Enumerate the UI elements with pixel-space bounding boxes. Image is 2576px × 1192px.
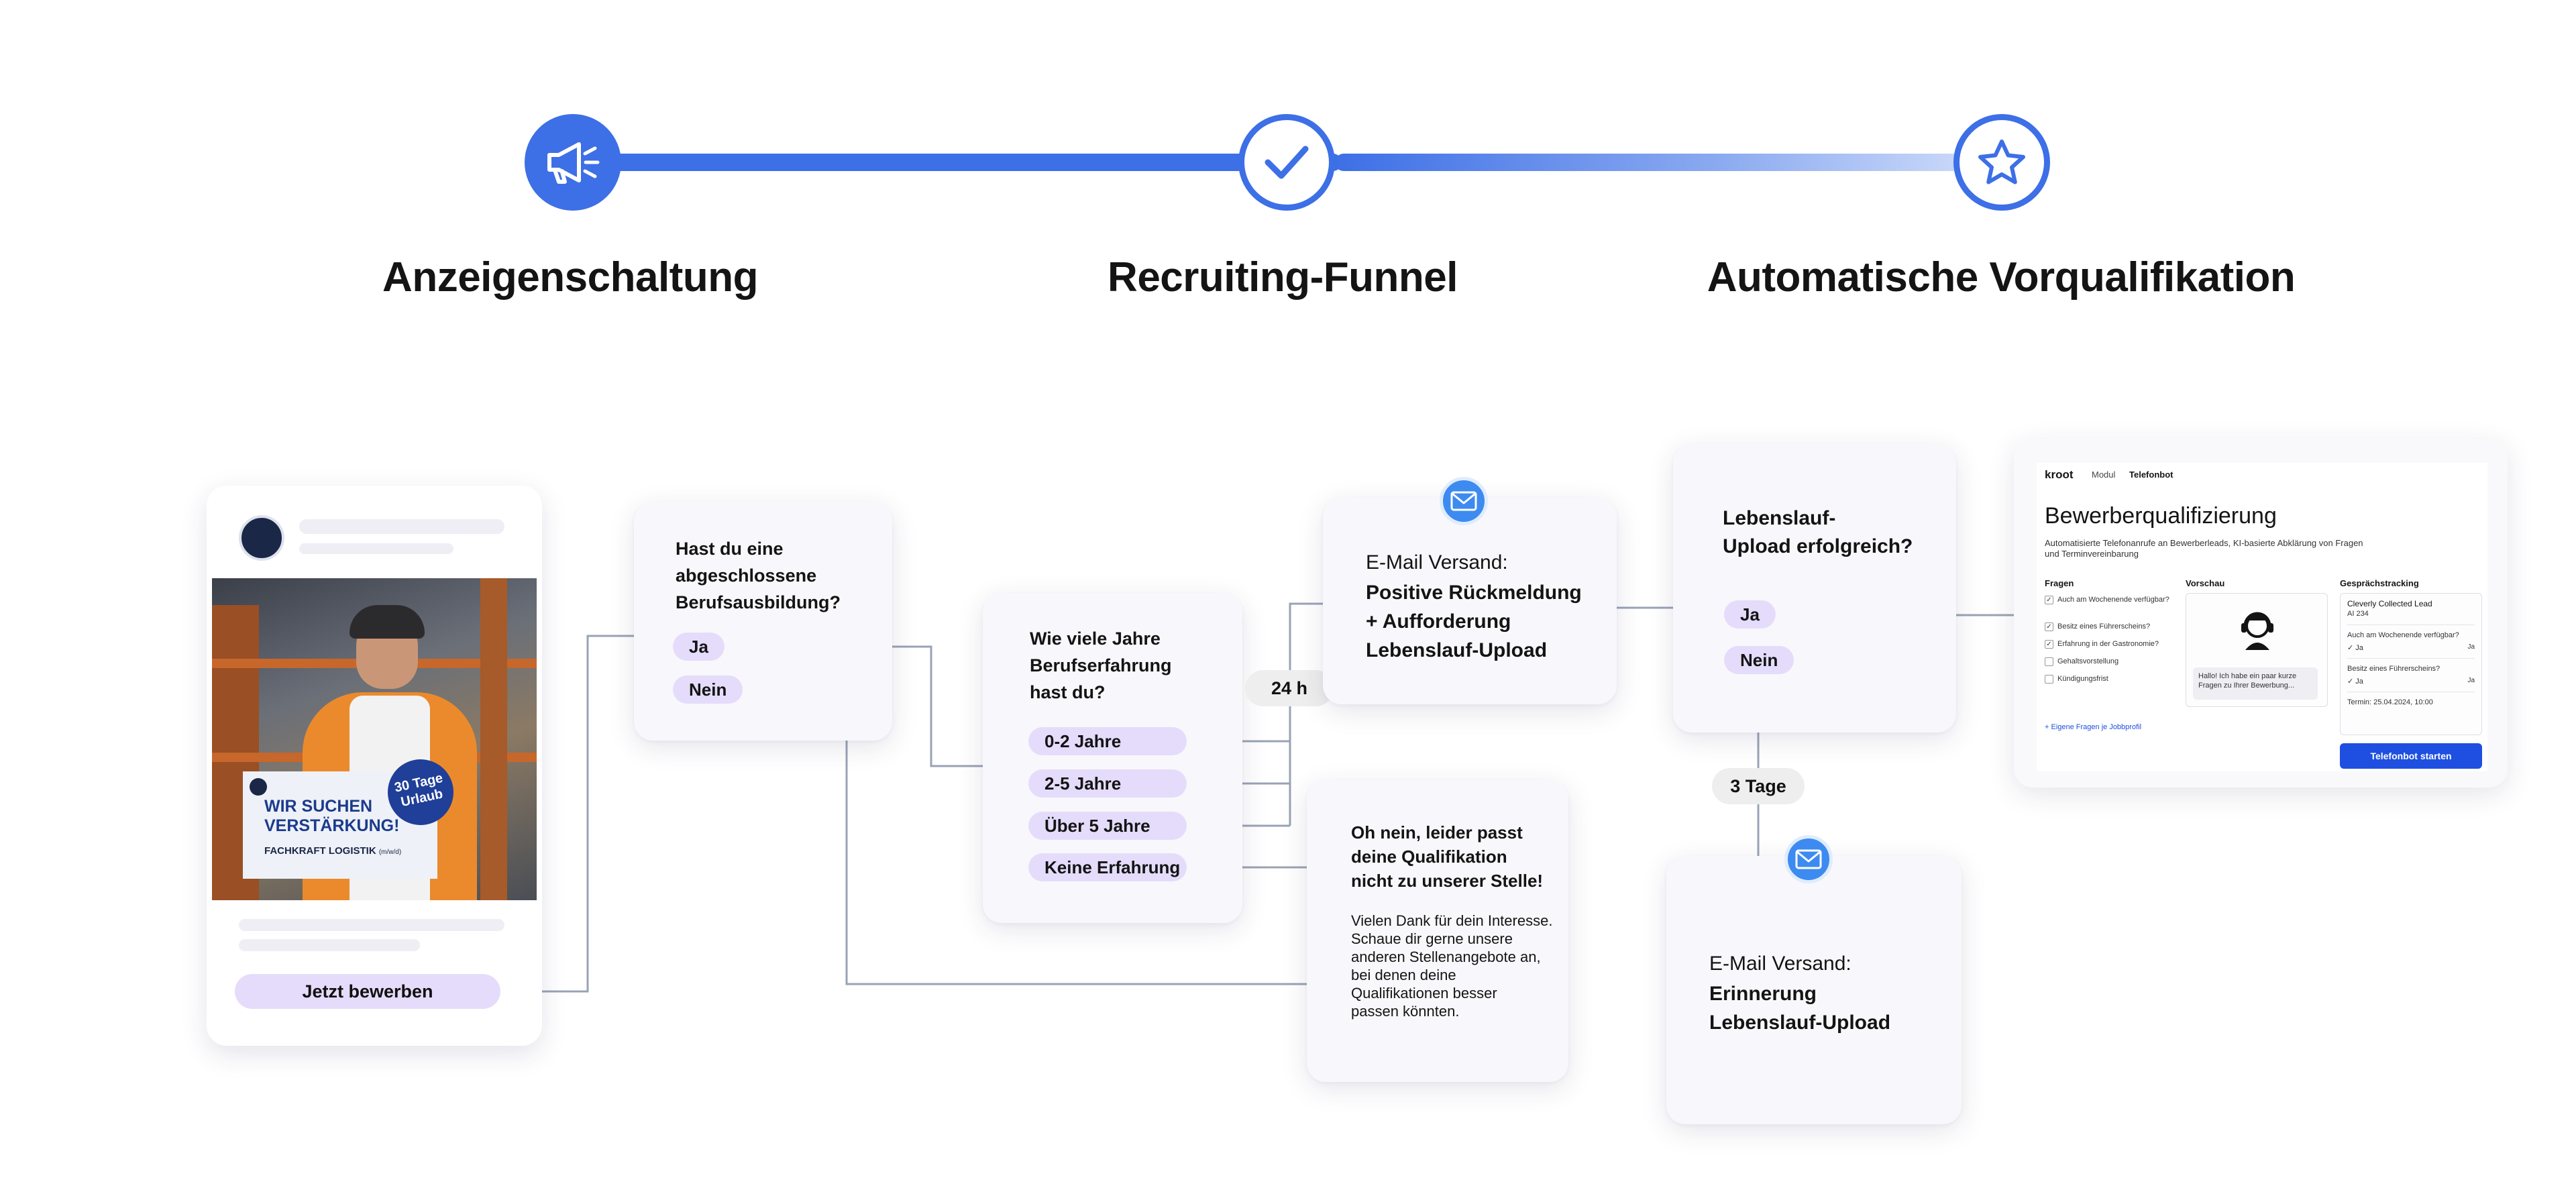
lead-id: AI 234	[2347, 610, 2369, 618]
email-icon-badge	[1784, 835, 1833, 883]
placeholder-line	[299, 543, 453, 554]
question-upload: Lebenslauf- Upload erfolgreich?	[1723, 507, 1913, 557]
timeline-step-qualification	[1953, 114, 2050, 211]
email-label: E-Mail Versand:	[1366, 551, 1508, 574]
start-telefonbot-button[interactable]: Telefonbot starten	[2340, 743, 2482, 769]
agent-headset-icon	[2241, 612, 2273, 650]
timeline-bar-completed	[604, 154, 1342, 171]
checkbox-checked-icon[interactable]: ✓	[2045, 640, 2053, 649]
apply-now-button[interactable]: Jetzt bewerben	[235, 974, 500, 1009]
timeline-step-ads	[525, 114, 621, 211]
connector-q2-merge	[1289, 602, 1323, 826]
timeline-step-funnel	[1238, 114, 1335, 211]
divider	[2347, 658, 2475, 659]
email-icon-badge	[1440, 477, 1488, 525]
answer-over-5-years[interactable]: Über 5 Jahre	[1028, 812, 1187, 840]
placeholder-line	[299, 519, 504, 534]
tracking-question: Besitz eines Führerscheins?	[2347, 665, 2440, 673]
dashboard-window: kroot Modul Telefonbot Bewerberqualifizi…	[2037, 463, 2487, 771]
tracking-answer-right: Ja	[2467, 677, 2475, 684]
answer-no-upload[interactable]: Nein	[1724, 646, 1794, 674]
checkbox-unchecked-icon[interactable]	[2045, 675, 2053, 684]
dashboard-subtitle: Automatisierte Telefonanrufe an Bewerber…	[2045, 538, 2363, 559]
answer-no-education[interactable]: Nein	[673, 675, 743, 704]
email-reminder-text: Erinnerung Lebenslauf-Upload	[1709, 983, 1891, 1034]
timeline-label-ads: Anzeigenschaltung	[382, 254, 758, 301]
column-questions: Fragen	[2045, 578, 2074, 588]
call-preview: Hallo! Ich habe ein paar kurze Fragen zu…	[2186, 593, 2328, 707]
checkmark-icon	[1265, 146, 1309, 179]
tracking-answer: ✓ Ja	[2347, 644, 2363, 652]
email-label: E-Mail Versand:	[1709, 953, 1851, 975]
star-icon	[1978, 140, 2025, 184]
add-questions-link[interactable]: + Eigene Fragen je Jobbprofil	[2045, 723, 2142, 731]
job-ad-image: WIR SUCHEN VERSTÄRKUNG! FACHKRAFT LOGIST…	[212, 578, 537, 900]
placeholder-line	[239, 919, 504, 931]
answer-0-2-years[interactable]: 0-2 Jahre	[1028, 727, 1187, 755]
answer-no-experience[interactable]: Keine Erfahrung	[1028, 853, 1187, 881]
question-card-upload: Lebenslauf- Upload erfolgreich? Ja Nein	[1673, 444, 1956, 733]
rejection-title: Oh nein, leider passt deine Qualifikatio…	[1351, 822, 1544, 891]
preview-message: Hallo! Ich habe ein paar kurze Fragen zu…	[2193, 667, 2318, 700]
company-avatar	[239, 515, 284, 561]
email-card-reminder: E-Mail Versand: Erinnerung Lebenslauf-Up…	[1666, 856, 1962, 1124]
column-preview: Vorschau	[2186, 578, 2225, 588]
nav-telefonbot[interactable]: Telefonbot	[2129, 470, 2174, 480]
tracking-question: Auch am Wochenende verfügbar?	[2347, 631, 2459, 639]
question-card-experience: Wie viele Jahre Berufserfahrung hast du?…	[983, 593, 1242, 923]
question-option[interactable]: Gehaltsvorstellung	[2045, 657, 2179, 666]
ad-headline: WIR SUCHEN VERSTÄRKUNG!	[264, 797, 400, 835]
checkbox-unchecked-icon[interactable]	[2045, 657, 2053, 666]
envelope-icon	[1795, 849, 1822, 869]
question-option[interactable]: ✓Erfahrung in der Gastronomie?	[2045, 640, 2179, 649]
kroot-logo: kroot	[2045, 468, 2074, 481]
question-option[interactable]: Kündigungsfrist	[2045, 675, 2179, 684]
question-experience: Wie viele Jahre Berufserfahrung hast du?	[1030, 629, 1172, 702]
delay-badge-3-days: 3 Tage	[1712, 768, 1805, 804]
dashboard-title: Bewerberqualifizierung	[2045, 503, 2277, 529]
timeline-label-qualification: Automatische Vorqualifikation	[1707, 254, 2296, 301]
rejection-body: Vielen Dank für dein Interesse. Schaue d…	[1351, 912, 1553, 1020]
rejection-card: Oh nein, leider passt deine Qualifikatio…	[1307, 780, 1568, 1082]
tracking-answer-right: Ja	[2467, 643, 2475, 651]
timeline-bar-progress	[1335, 154, 2026, 171]
answer-yes-upload[interactable]: Ja	[1724, 600, 1776, 629]
ad-job-title: FACHKRAFT LOGISTIK (m/w/d)	[264, 845, 402, 857]
question-option[interactable]: ✓Auch am Wochenende verfügbar?	[2045, 596, 2179, 604]
nav-module[interactable]: Modul	[2092, 470, 2116, 480]
tracking-answer: ✓ Ja	[2347, 678, 2363, 686]
connector-cta-to-q1	[508, 635, 634, 993]
conversation-tracking: Cleverly Collected Lead AI 234 Auch am W…	[2340, 593, 2482, 735]
megaphone-icon	[547, 142, 600, 184]
shelf-graphic	[480, 578, 507, 900]
appointment: Termin: 25.04.2024, 10:00	[2347, 698, 2433, 706]
answer-2-5-years[interactable]: 2-5 Jahre	[1028, 769, 1187, 798]
timeline-label-funnel: Recruiting-Funnel	[1108, 254, 1458, 301]
column-tracking: Gesprächstracking	[2340, 578, 2419, 588]
email-card-positive: E-Mail Versand: Positive Rückmeldung + A…	[1323, 498, 1617, 704]
email-positive-text: Positive Rückmeldung + Aufforderung Lebe…	[1366, 582, 1582, 661]
delay-badge-24h: 24 h	[1245, 670, 1334, 706]
lead-name: Cleverly Collected Lead	[2347, 599, 2432, 608]
question-education: Hast du eine abgeschlossene Berufsausbil…	[676, 539, 841, 612]
envelope-icon	[1450, 491, 1477, 511]
checkbox-checked-icon[interactable]: ✓	[2045, 622, 2053, 631]
placeholder-line	[239, 939, 420, 951]
checkbox-checked-icon[interactable]: ✓	[2045, 596, 2053, 604]
dashboard-mockup: kroot Modul Telefonbot Bewerberqualifizi…	[2014, 439, 2508, 788]
question-card-education: Hast du eine abgeschlossene Berufsausbil…	[634, 502, 892, 741]
question-option[interactable]: ✓Besitz eines Führerscheins?	[2045, 622, 2179, 631]
worker-figure	[350, 605, 425, 639]
job-ad-phone-mockup: WIR SUCHEN VERSTÄRKUNG! FACHKRAFT LOGIST…	[207, 486, 542, 1046]
answer-yes-education[interactable]: Ja	[673, 633, 724, 661]
company-logo-icon	[250, 778, 267, 796]
